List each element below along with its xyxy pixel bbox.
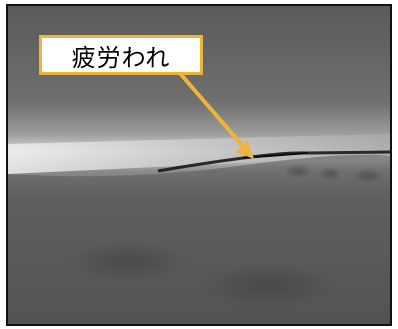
annotation-label-box: 疲労われ	[39, 35, 203, 75]
annotation-label: 疲労われ	[71, 43, 171, 72]
micrograph-frame: 疲労われ	[6, 4, 392, 326]
